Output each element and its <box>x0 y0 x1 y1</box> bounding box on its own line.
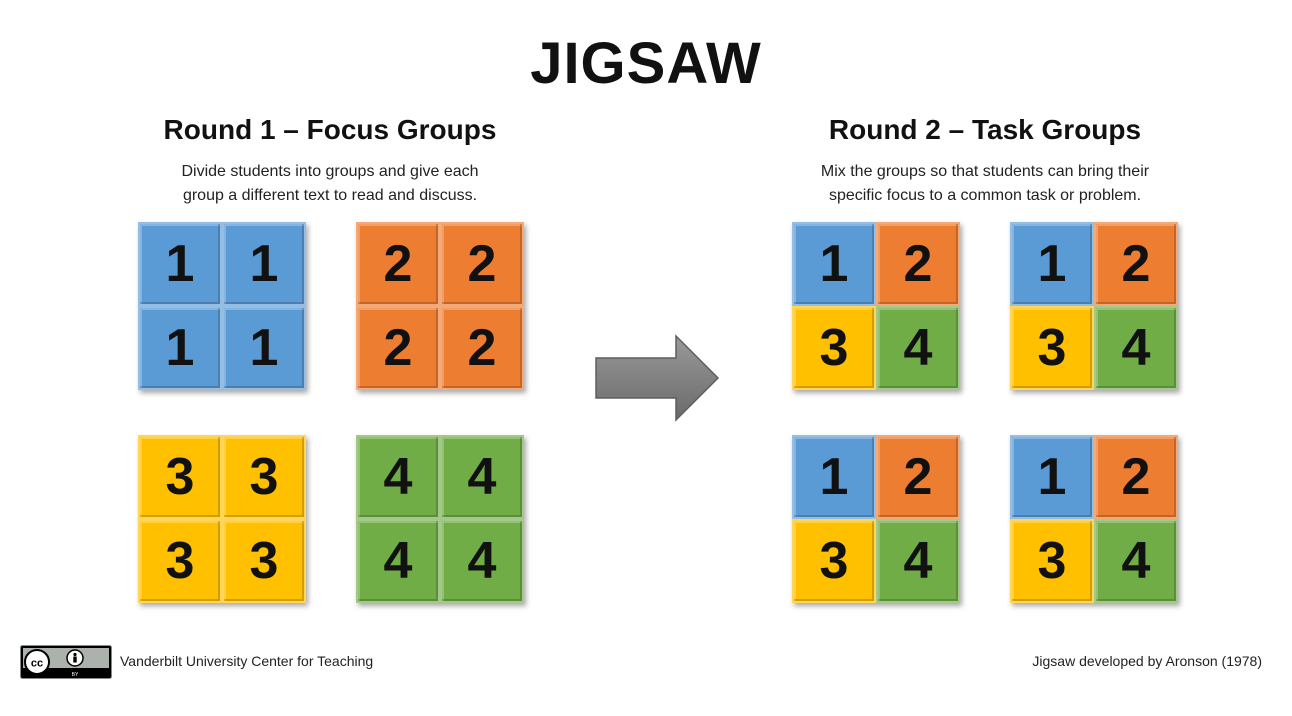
group-tile-1: 1 <box>138 222 222 306</box>
group-tile-2: 2 <box>440 222 524 306</box>
footer-attribution: Jigsaw developed by Aronson (1978) <box>1032 653 1262 669</box>
round1-heading: Round 1 – Focus Groups <box>163 114 497 145</box>
group-tile-2: 2 <box>1094 435 1178 519</box>
group-tile-2: 2 <box>876 435 960 519</box>
group-tile-4: 4 <box>440 519 524 603</box>
group-tile-1: 1 <box>1010 435 1094 519</box>
group-tile-3: 3 <box>222 435 306 519</box>
round1-desc-line1: Divide students into groups and give eac… <box>181 163 479 180</box>
cc-by-icon[interactable]: cc BY <box>20 645 112 679</box>
group-tile-4: 4 <box>876 306 960 390</box>
group-tile-2: 2 <box>1094 222 1178 306</box>
arrow-right-icon <box>595 334 720 422</box>
group-tile-3: 3 <box>138 519 222 603</box>
svg-text:BY: BY <box>72 672 79 678</box>
group-tile-3: 3 <box>792 519 876 603</box>
group-tile-4: 4 <box>1094 519 1178 603</box>
group-tile-1: 1 <box>222 222 306 306</box>
group-tile-3: 3 <box>1010 306 1094 390</box>
round2-heading: Round 2 – Task Groups <box>828 114 1142 145</box>
round1-desc-line2: group a different text to read and discu… <box>182 187 478 204</box>
group-tile-3: 3 <box>792 306 876 390</box>
svg-text:cc: cc <box>31 658 43 670</box>
group-tile-1: 1 <box>792 435 876 519</box>
round1-description: Divide students into groups and give eac… <box>130 160 530 208</box>
group-tile-4: 4 <box>356 435 440 519</box>
group-tile-2: 2 <box>440 306 524 390</box>
group-tile-4: 4 <box>876 519 960 603</box>
group-tile-2: 2 <box>876 222 960 306</box>
group-tile-1: 1 <box>222 306 306 390</box>
group-tile-1: 1 <box>792 222 876 306</box>
group-tile-4: 4 <box>440 435 524 519</box>
round2-desc-line1: Mix the groups so that students can brin… <box>820 163 1150 180</box>
footer-credit: Vanderbilt University Center for Teachin… <box>120 653 374 669</box>
round2-desc-line2: specific focus to a common task or probl… <box>828 187 1142 204</box>
group-tile-3: 3 <box>222 519 306 603</box>
round2-description: Mix the groups so that students can brin… <box>770 160 1200 208</box>
page-title: JIGSAW <box>530 31 762 96</box>
group-tile-2: 2 <box>356 306 440 390</box>
group-tile-4: 4 <box>356 519 440 603</box>
group-tile-1: 1 <box>1010 222 1094 306</box>
group-tile-4: 4 <box>1094 306 1178 390</box>
group-tile-1: 1 <box>138 306 222 390</box>
group-tile-3: 3 <box>138 435 222 519</box>
group-tile-2: 2 <box>356 222 440 306</box>
group-tile-3: 3 <box>1010 519 1094 603</box>
